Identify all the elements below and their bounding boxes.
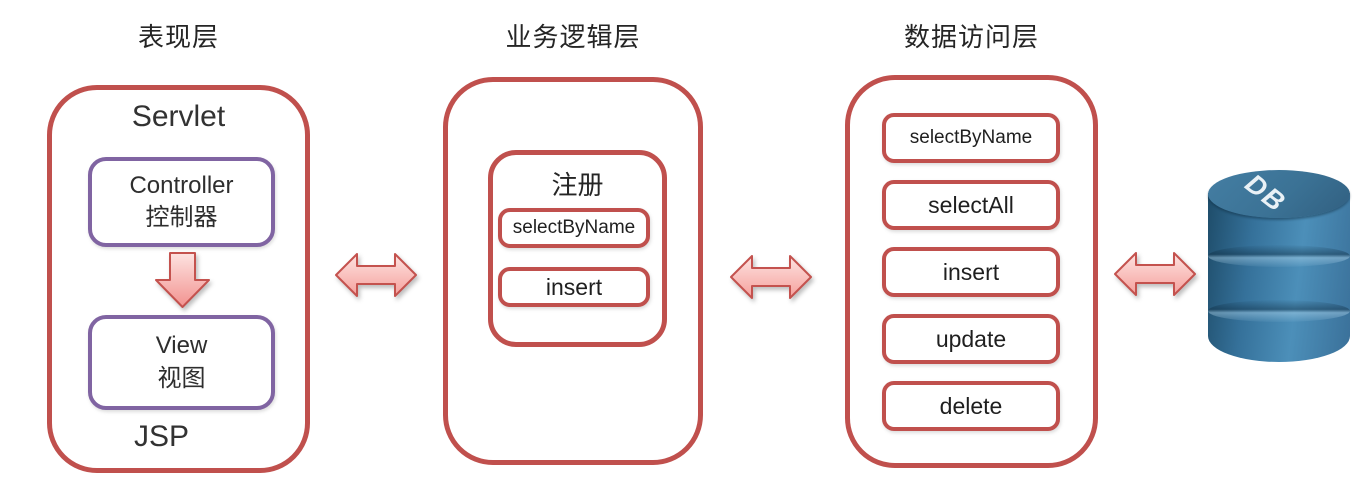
left-right-arrow-icon: [335, 253, 417, 297]
data-access-layer-title: 数据访问层: [903, 22, 1039, 52]
controller-box-line2: 控制器: [145, 204, 218, 231]
controller-box: Controller 控制器: [88, 157, 275, 247]
view-box: View 视图: [88, 315, 275, 410]
dao-method-insert: insert: [882, 247, 1060, 297]
register-module-box: 注册: [488, 150, 667, 347]
business-method-insert: insert: [498, 267, 650, 307]
controller-box-line1: Controller: [129, 171, 234, 199]
servlet-label: Servlet: [131, 100, 226, 133]
down-arrow-icon: [155, 252, 210, 308]
register-module-title: 注册: [551, 170, 604, 200]
presentation-layer-title: 表现层: [137, 22, 219, 52]
database-groove: [1208, 245, 1350, 267]
dao-method-selectByName: selectByName: [882, 113, 1060, 163]
view-box-line2: 视图: [157, 364, 206, 392]
database-body: [1208, 193, 1350, 362]
business-layer-title: 业务逻辑层: [505, 22, 641, 52]
database-icon: DB: [1208, 168, 1350, 362]
jsp-label: JSP: [133, 420, 190, 453]
database-groove: [1208, 300, 1350, 322]
left-right-arrow-icon: [730, 255, 812, 299]
dao-method-delete: delete: [882, 381, 1060, 431]
left-right-arrow-icon: [1114, 252, 1196, 296]
business-method-selectByName: selectByName: [498, 208, 650, 248]
database-top: [1208, 170, 1350, 218]
dao-method-update: update: [882, 314, 1060, 364]
view-box-line1: View: [155, 332, 208, 360]
dao-method-selectAll: selectAll: [882, 180, 1060, 230]
